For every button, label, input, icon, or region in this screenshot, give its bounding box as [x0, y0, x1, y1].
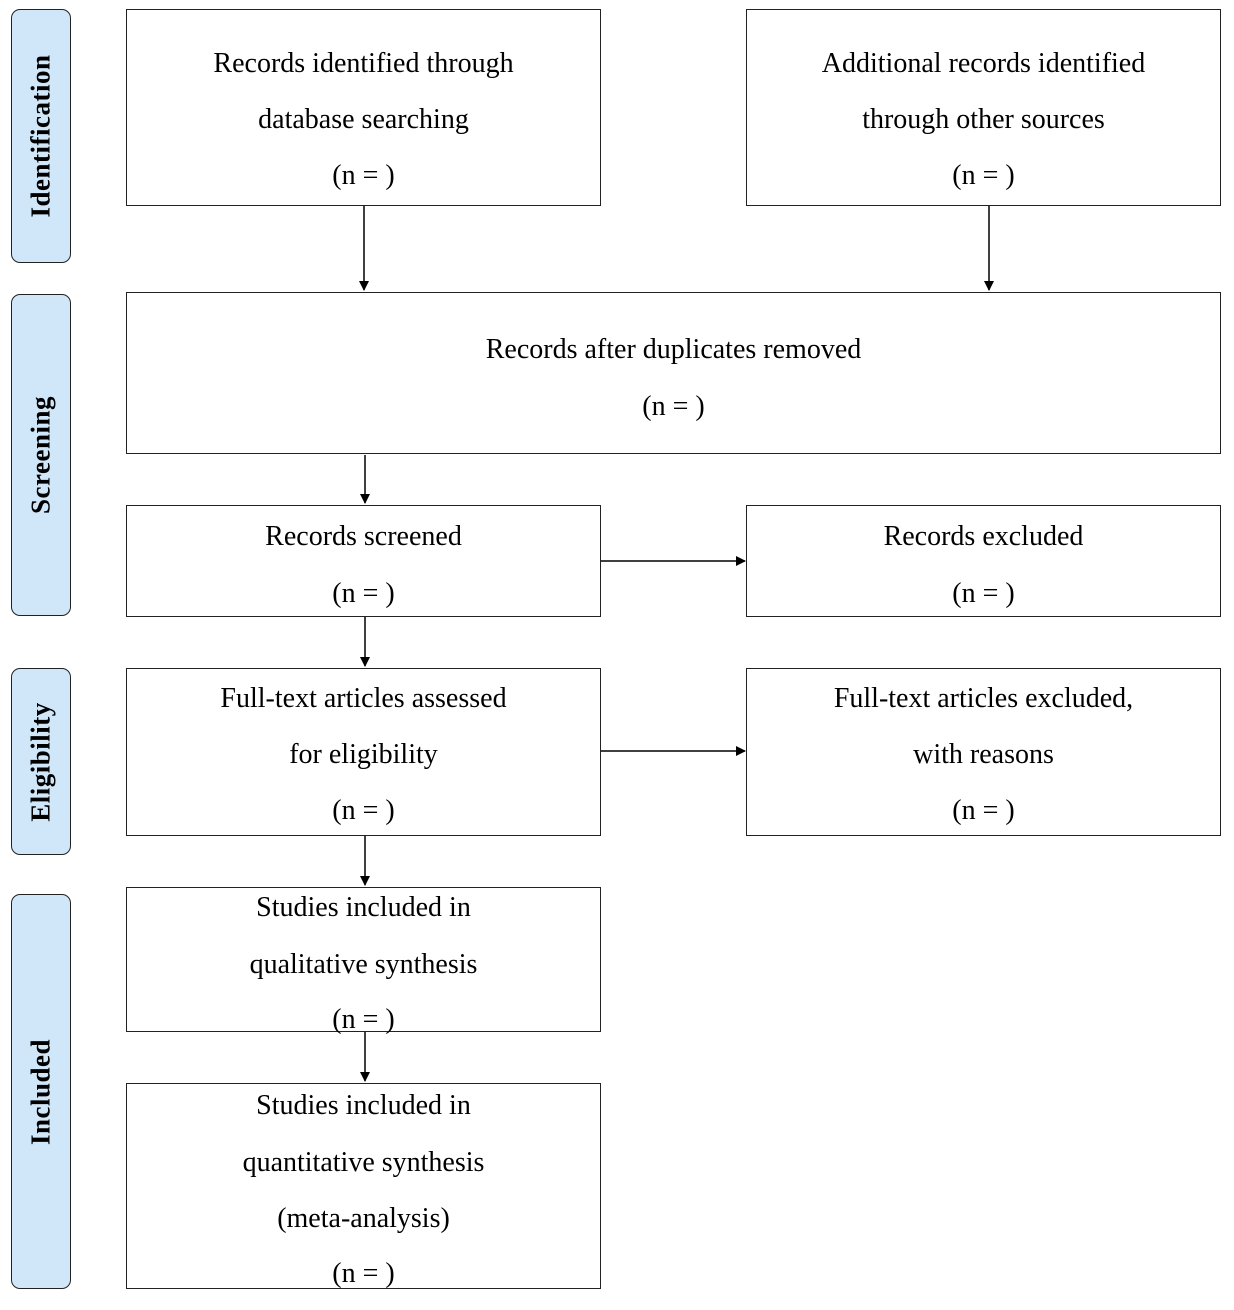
stage-screening: Screening [11, 294, 71, 616]
box-line: (n = ) [332, 578, 395, 609]
box-line: Full-text articles excluded, [833, 683, 1134, 714]
box-line: for eligibility [289, 739, 438, 770]
box-line: Records identified through [213, 48, 514, 79]
box-line: Records after duplicates removed [485, 334, 862, 365]
box-line: Studies included in [256, 1090, 471, 1121]
box-line: (n = ) [332, 1004, 395, 1035]
box-other-sources: Additional records identified through ot… [746, 9, 1221, 206]
box-line: Full-text articles assessed [220, 683, 507, 714]
box-line: (meta-analysis) [277, 1203, 450, 1234]
box-quantitative-synthesis: Studies included in quantitative synthes… [126, 1083, 601, 1289]
box-line: Additional records identified [821, 48, 1146, 79]
box-line: (n = ) [642, 391, 705, 422]
box-line: Records screened [265, 521, 462, 552]
box-line: (n = ) [332, 160, 395, 191]
stage-included-label: Included [25, 1038, 56, 1145]
box-records-screened: Records screened (n = ) [126, 505, 601, 617]
box-line: through other sources [862, 104, 1105, 135]
box-duplicates-removed: Records after duplicates removed (n = ) [126, 292, 1221, 454]
box-line: (n = ) [332, 1258, 395, 1289]
box-line: (n = ) [332, 795, 395, 826]
box-line: database searching [258, 104, 469, 135]
stage-eligibility: Eligibility [11, 668, 71, 855]
box-database-search: Records identified through database sear… [126, 9, 601, 206]
box-fulltext-excluded: Full-text articles excluded, with reason… [746, 668, 1221, 836]
stage-identification: Identification [11, 9, 71, 263]
box-line: with reasons [913, 739, 1054, 770]
box-line: (n = ) [952, 795, 1015, 826]
stage-eligibility-label: Eligibility [25, 701, 56, 822]
box-fulltext-assessed: Full-text articles assessed for eligibil… [126, 668, 601, 836]
box-qualitative-synthesis: Studies included in qualitative synthesi… [126, 887, 601, 1035]
box-line: quantitative synthesis [242, 1147, 485, 1178]
box-line: qualitative synthesis [249, 949, 478, 980]
box-records-excluded: Records excluded (n = ) [746, 505, 1221, 617]
box-line: (n = ) [952, 160, 1015, 191]
box-line: (n = ) [952, 578, 1015, 609]
stage-identification-label: Identification [25, 54, 56, 218]
box-line: Studies included in [256, 892, 471, 923]
box-line: Records excluded [883, 521, 1084, 552]
stage-included: Included [11, 894, 71, 1289]
stage-screening-label: Screening [25, 396, 56, 514]
